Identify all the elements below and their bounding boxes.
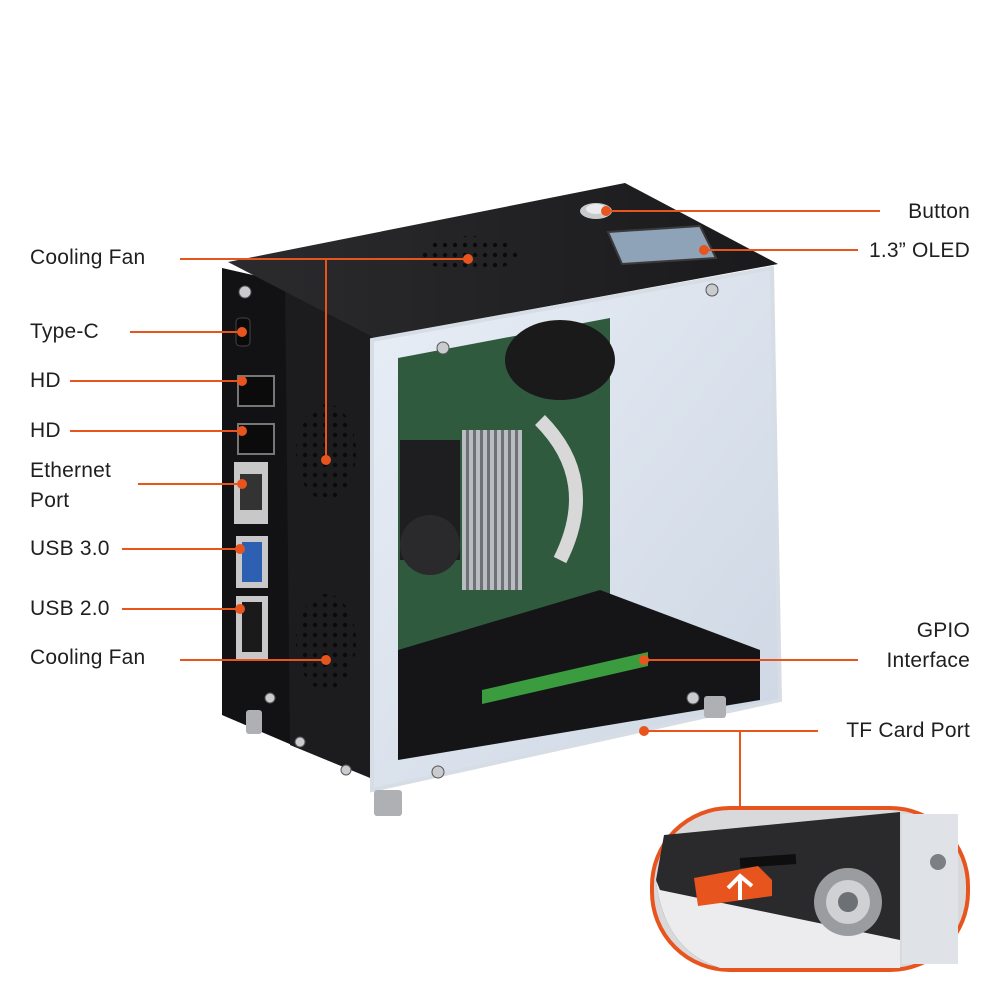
label-ethernet-line1: Ethernet (30, 459, 111, 482)
label-usb2: USB 2.0 (30, 597, 110, 620)
panel-screws (238, 283, 719, 779)
side-ports (234, 317, 275, 660)
label-cooling-fan-bottom: Cooling Fan (30, 646, 146, 669)
raspberry-pi-board (398, 318, 615, 650)
side-fan-vent-bottom (296, 594, 356, 690)
callout-lines (70, 206, 880, 808)
label-hd-1: HD (30, 369, 61, 392)
label-gpio-line1: GPIO (916, 619, 970, 642)
label-button: Button (908, 200, 970, 223)
label-ethernet-line2: Port (30, 489, 70, 512)
case-feet (246, 696, 726, 816)
label-type-c: Type-C (30, 320, 99, 343)
tf-card-inset (650, 806, 970, 972)
label-oled: 1.3” OLED (868, 239, 970, 262)
label-usb3: USB 3.0 (30, 537, 110, 560)
label-cooling-fan-top: Cooling Fan (30, 246, 146, 269)
label-gpio-line2: Interface (886, 649, 970, 672)
gpio-header (482, 652, 648, 704)
top-fan-vent (422, 236, 518, 272)
label-hd-2: HD (30, 419, 61, 442)
tf-card-icon (694, 866, 772, 906)
label-tf-card: TF Card Port (846, 719, 970, 742)
oled-screen (606, 224, 718, 266)
